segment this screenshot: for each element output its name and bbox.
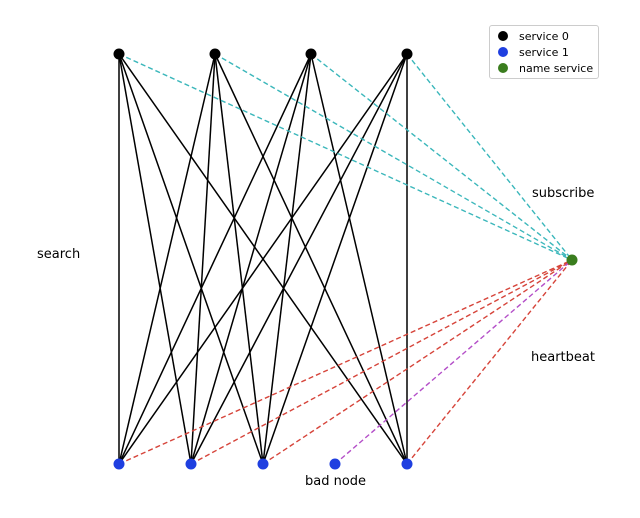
search-edge [118,53,408,465]
subscribe-edge [118,53,573,261]
legend-label: name service [519,61,594,75]
bad-node-heartbeat-edge [334,259,573,465]
legend-item-name-service: name service [498,61,593,75]
legend-item-service-0: service 0 [498,29,569,43]
heartbeat-edge [118,259,573,465]
service-1-node [257,458,269,470]
search-edge [118,53,192,465]
heartbeat-edge [262,259,573,465]
legend-marker [498,63,508,73]
service-1-node [401,458,413,470]
search-edge [190,53,408,465]
bad-node [329,458,341,470]
service-1-node [185,458,197,470]
edges-layer [118,53,573,465]
name-service-node [566,254,578,266]
search-label: search [37,247,81,262]
search-edge [310,53,408,465]
legend-label: service 0 [519,29,569,43]
search-edge [214,53,408,465]
legend-item-service-1: service 1 [498,45,569,59]
search-edge [190,53,312,465]
subscribe-edge [406,53,573,261]
search-edge [262,53,408,465]
search-edge [262,53,312,465]
legend-marker [498,31,508,41]
nodes-layer [113,48,578,470]
service-0-node [113,48,125,60]
search-edge [214,53,264,465]
legend-marker [498,47,508,57]
search-edge [118,53,312,465]
legend: service 0 service 1 name service [489,25,599,79]
service-0-node [305,48,317,60]
search-edge [118,53,264,465]
heartbeat-edge [190,259,573,465]
service-1-node [113,458,125,470]
subscribe-edge [214,53,573,261]
subscribe-edge [310,53,573,261]
subscribe-label: subscribe [532,186,595,201]
heartbeat-edge [406,259,573,465]
service-0-node [209,48,221,60]
service-0-node [401,48,413,60]
heartbeat-label: heartbeat [531,350,595,365]
search-edge [118,53,216,465]
legend-label: service 1 [519,45,569,59]
bad-node-label: bad node [305,474,367,489]
search-edge [190,53,216,465]
